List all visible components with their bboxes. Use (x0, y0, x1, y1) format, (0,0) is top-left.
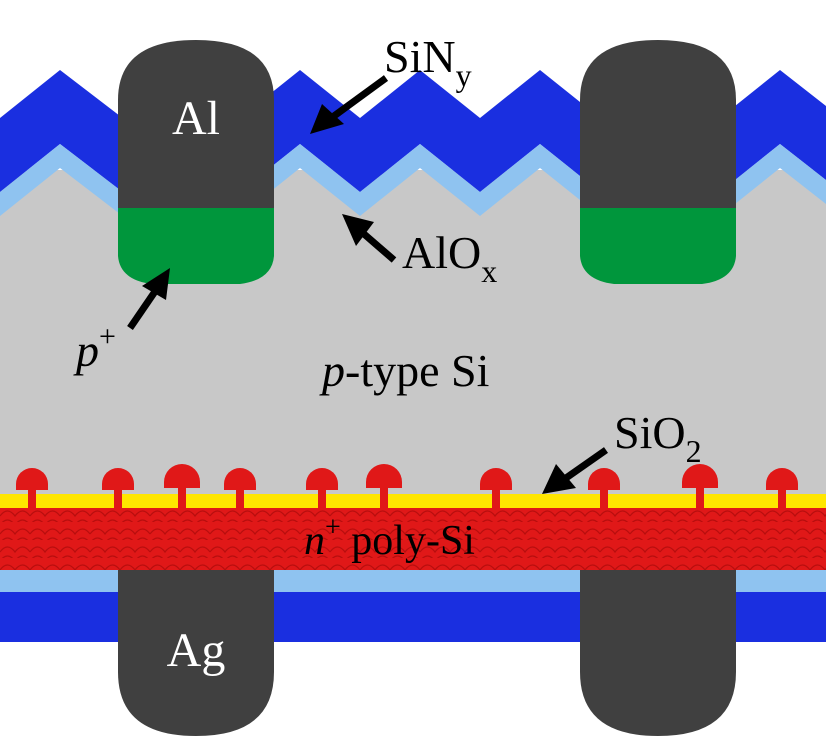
n-plus-poly-si-layer (0, 508, 826, 570)
poly-si-dot-stem (600, 484, 608, 508)
poly-si-dot (480, 468, 512, 490)
sio2-label: SiO2 (614, 407, 702, 469)
ag-label: Ag (167, 624, 226, 677)
arrow-alox (342, 214, 397, 263)
sio2-segment (326, 494, 380, 508)
poly-si-dot-stem (492, 484, 500, 508)
sio2-segment (608, 494, 696, 508)
poly-si-dot (16, 468, 48, 490)
poly-si-dot (102, 468, 134, 490)
ag-contact-right (580, 570, 736, 736)
arrow-p-plus (127, 268, 170, 330)
poly-si-dots (16, 464, 798, 508)
p-plus-region-left (118, 208, 274, 284)
poly-si-dot (306, 468, 338, 490)
poly-si-dot (766, 468, 798, 490)
sinx-label: SiNy (384, 31, 472, 93)
poly-si-dot-stem (28, 484, 36, 508)
poly-si-dot-stem (236, 484, 244, 508)
sio2-segment (186, 494, 236, 508)
poly-si-dot (588, 468, 620, 490)
sio2-segment (500, 494, 600, 508)
sio2-segment (0, 494, 28, 508)
p-plus-label: p+ (73, 320, 116, 376)
poly-si-dot-stem (114, 484, 122, 508)
poly-si-dot (164, 464, 200, 488)
arrow-sinx (310, 75, 389, 134)
ag-contact-left (118, 570, 274, 736)
poly-si-dot-stem (696, 482, 704, 508)
sio2-segment (786, 494, 826, 508)
poly-si-dot-stem (318, 484, 326, 508)
poly-si-dot-stem (380, 482, 388, 508)
alox-label: AlOx (402, 227, 497, 289)
sio2-segment (388, 494, 492, 508)
p-plus-region-right (580, 208, 736, 284)
sio2-segment (122, 494, 178, 508)
poly-si-dot (682, 464, 718, 488)
poly-si-dot-stem (178, 482, 186, 508)
arrow-sio2 (542, 447, 609, 494)
sio2-segment (36, 494, 114, 508)
substrate-label: p-type Si (319, 345, 489, 396)
poly-si-dot (366, 464, 402, 488)
sio2-layer (0, 494, 826, 508)
al-label: Al (172, 92, 220, 145)
poly-si-label: n+ poly-Si (304, 512, 475, 564)
poly-si-dot (224, 468, 256, 490)
poly-si-dot-stem (778, 484, 786, 508)
al-contact-right (580, 40, 736, 208)
al-contact-left (118, 40, 274, 208)
sio2-segment (704, 494, 778, 508)
sio2-segment (244, 494, 318, 508)
